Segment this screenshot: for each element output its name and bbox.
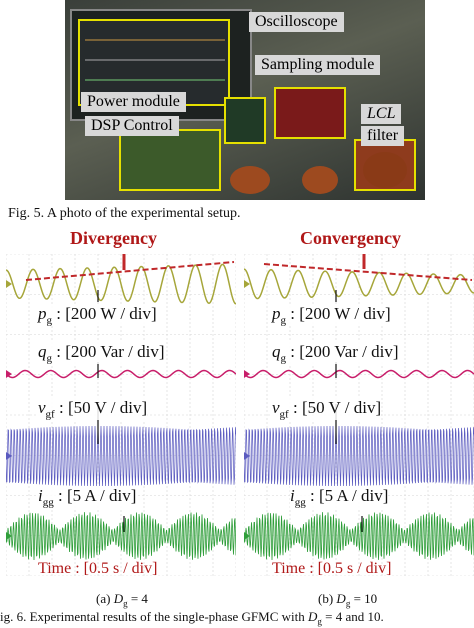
sampling-board <box>274 87 346 139</box>
channel-marker <box>6 532 12 540</box>
vgf-scale-b: : [50 V / div] <box>292 398 382 417</box>
power-module <box>224 97 266 144</box>
qg-sub-b: g <box>280 352 287 365</box>
left-title: Divergency <box>70 228 157 248</box>
right-pg-label: pg : [200 W / div] <box>272 304 391 327</box>
oscilloscope-screen <box>78 19 230 106</box>
experimental-setup-photo: Oscilloscope Sampling module Power modul… <box>65 0 425 200</box>
channel-marker <box>244 532 250 540</box>
fig6-caption: ig. 6. Experimental results of the singl… <box>0 609 384 627</box>
vgf-sub-b: gf <box>279 408 289 421</box>
pg-scale-b: : [200 W / div] <box>290 304 391 323</box>
igg-var: i <box>38 486 43 505</box>
qg-trace <box>244 369 474 379</box>
vgf-trace <box>6 425 236 487</box>
vgf-sub: gf <box>45 408 55 421</box>
igg-trace <box>244 512 474 560</box>
subcaption-a-prefix: (a) <box>96 591 114 606</box>
right-vgf-label: vgf : [50 V / div] <box>272 398 382 421</box>
right-title: Convergency <box>300 228 401 248</box>
label-oscilloscope: Oscilloscope <box>249 12 344 32</box>
igg-scale: : [5 A / div] <box>57 486 137 505</box>
qg-trace <box>6 369 236 379</box>
vgf-var: v <box>38 398 46 417</box>
qg-scale: : [200 Var / div] <box>56 342 165 361</box>
right-igg-label: igg : [5 A / div] <box>290 486 389 509</box>
fig5-caption: Fig. 5. A photo of the experimental setu… <box>8 206 241 221</box>
igg-sub: gg <box>42 496 54 509</box>
subcaption-b: (b) Dg = 10 <box>318 591 377 609</box>
left-qg-label: qg : [200 Var / div] <box>38 342 165 365</box>
channel-marker <box>244 452 250 460</box>
envelope-line <box>25 261 235 281</box>
pg-var: p <box>38 304 47 323</box>
left-time-scale: Time : [0.5 s / div] <box>38 560 158 577</box>
label-filter: filter <box>361 126 405 146</box>
igg-sub-b: gg <box>294 496 306 509</box>
qg-var-b: q <box>272 342 281 361</box>
qg-var: q <box>38 342 47 361</box>
fig6-caption-text: ig. 6. Experimental results of the singl… <box>0 609 308 624</box>
label-lcl: LCL <box>361 104 402 124</box>
pg-scale: : [200 W / div] <box>56 304 157 323</box>
left-igg-label: igg : [5 A / div] <box>38 486 137 509</box>
channel-marker <box>6 452 12 460</box>
channel-marker <box>6 370 12 378</box>
qg-sub: g <box>46 352 53 365</box>
left-vgf-label: vgf : [50 V / div] <box>38 398 148 421</box>
channel-marker <box>244 280 250 288</box>
pg-var-b: p <box>272 304 281 323</box>
subcaption-a-value: = 4 <box>127 591 148 606</box>
igg-var-b: i <box>290 486 295 505</box>
label-power-module: Power module <box>81 92 186 112</box>
subcaption-b-value: = 10 <box>350 591 378 606</box>
dsp-board <box>119 129 221 191</box>
label-sampling-module: Sampling module <box>255 55 381 75</box>
channel-marker <box>244 370 250 378</box>
qg-scale-b: : [200 Var / div] <box>290 342 399 361</box>
igg-trace <box>6 512 236 560</box>
label-dsp-control: DSP Control <box>85 116 179 136</box>
right-qg-label: qg : [200 Var / div] <box>272 342 399 365</box>
vgf-scale: : [50 V / div] <box>58 398 148 417</box>
subcaption-a: (a) Dg = 4 <box>96 591 148 609</box>
subcaption-a-dvar: D <box>113 591 124 606</box>
right-time-scale: Time : [0.5 s / div] <box>272 560 392 577</box>
pg-sub: g <box>46 314 53 327</box>
igg-scale-b: : [5 A / div] <box>309 486 389 505</box>
pg-trace <box>244 268 474 300</box>
label-lcl-italic: LCL <box>367 105 396 122</box>
subcaption-a-sub: g <box>123 598 128 609</box>
subcaption-b-prefix: (b) <box>318 591 337 606</box>
fig6-caption-dvar: D <box>307 609 318 624</box>
vgf-var-b: v <box>272 398 280 417</box>
vgf-trace <box>244 425 474 487</box>
pg-sub-b: g <box>280 314 287 327</box>
subcaption-b-sub: g <box>345 598 351 609</box>
pg-trace <box>6 263 236 305</box>
subcaption-b-dvar: D <box>336 591 346 606</box>
fig6-caption-sub: g <box>317 616 322 627</box>
setup-photo-drawing <box>70 9 416 194</box>
left-pg-label: pg : [200 W / div] <box>38 304 157 327</box>
fig6-caption-tail: = 4 and 10. <box>321 609 384 624</box>
envelope-line <box>263 263 473 281</box>
channel-marker <box>6 280 12 288</box>
